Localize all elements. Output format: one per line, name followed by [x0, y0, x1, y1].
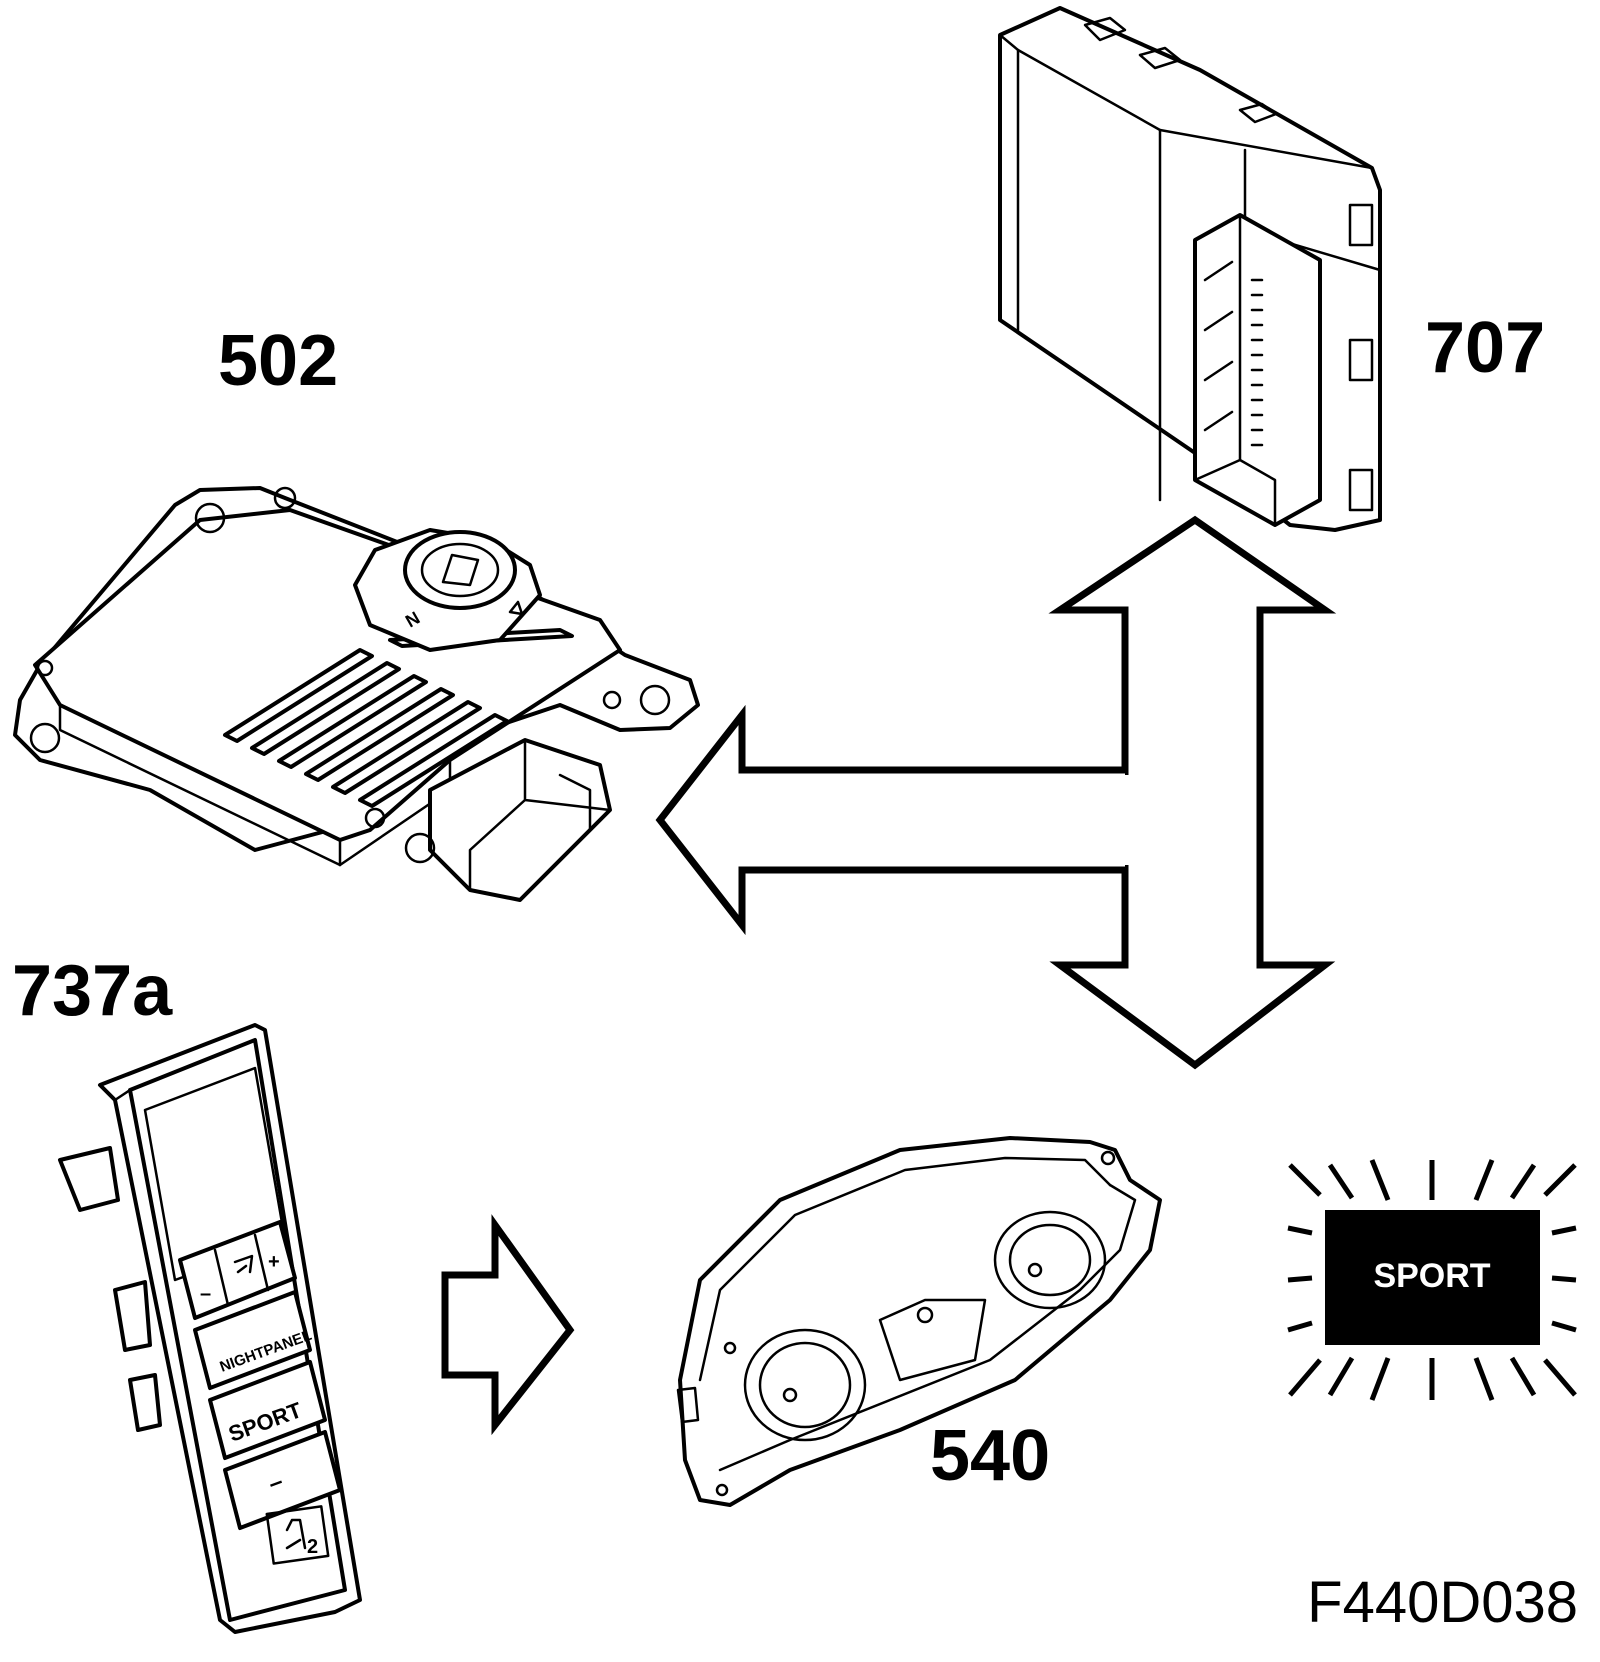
figure-id: F440D038 — [1307, 1570, 1578, 1635]
sport-indicator-lamp: SPORT — [1287, 1159, 1577, 1401]
sport-indicator-box — [1325, 1210, 1540, 1345]
sport-button[interactable]: SPORT — [208, 1360, 327, 1460]
double-arrow-vertical — [1048, 515, 1337, 1070]
dimmer-minus: – — [200, 1283, 211, 1305]
data-bus-arrows — [441, 515, 1337, 1436]
gear-selector-module-502: N — [13, 486, 700, 902]
label-707: 707 — [1425, 308, 1545, 388]
instrument-cluster-540 — [676, 1136, 1162, 1507]
dimmer-plus: + — [268, 1251, 280, 1273]
cooling-ribs — [223, 628, 574, 808]
switch-panel-737a: – + NIGHTPANEL SPORT – 2 — [58, 1023, 362, 1634]
label-737a: 737a — [12, 951, 173, 1031]
label-540: 540 — [930, 1416, 1050, 1496]
seat-belt-indicator: 2 — [265, 1505, 330, 1565]
arrow-to-502-lower — [742, 766, 1125, 874]
minus-button[interactable]: – — [223, 1430, 342, 1530]
label-502: 502 — [218, 321, 338, 401]
seat-indicator-number: 2 — [307, 1536, 318, 1558]
arrow-737a-to-540 — [441, 1214, 575, 1436]
sport-indicator-text: SPORT — [1373, 1257, 1490, 1295]
control-module-707 — [998, 6, 1382, 532]
glow-rays — [1287, 1159, 1577, 1401]
